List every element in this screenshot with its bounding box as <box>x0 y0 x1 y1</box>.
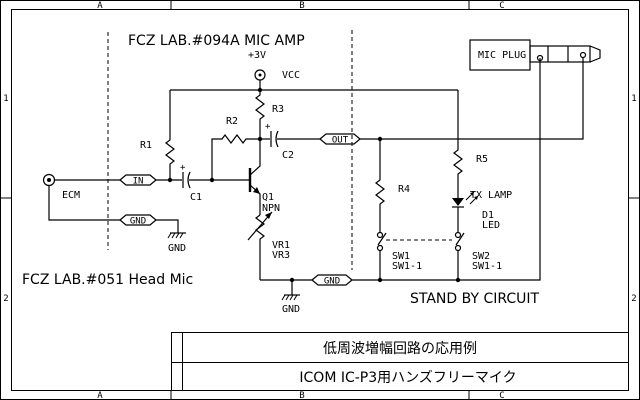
ecm-center-dot <box>47 178 51 182</box>
title-block: 低周波増幅回路の応用例 ICOM IC-P3用ハンズフリーマイク <box>171 332 629 391</box>
d1-type-label: LED <box>482 220 500 231</box>
r5-label: R5 <box>476 154 488 165</box>
r4-label: R4 <box>398 184 410 195</box>
tx-lamp-label: TX LAMP <box>470 190 512 201</box>
gnd-tag-mid-label: GND <box>324 277 340 287</box>
gnd-symbol-left-label: GND <box>168 243 186 254</box>
head-mic-title: FCZ LAB.#051 Head Mic <box>22 272 193 288</box>
ground-return-wire <box>352 58 541 281</box>
r2-label: R2 <box>226 116 238 127</box>
zone-left-2: 2 <box>3 294 8 304</box>
left-ground-wire <box>156 219 179 233</box>
gnd-net-tag-left: GND <box>119 214 157 227</box>
mic-plug-label: MIC PLUG <box>478 50 526 61</box>
vplus-label: +3V <box>248 50 266 61</box>
variable-resistor-vr1 <box>255 214 265 280</box>
sw1-part-label: SW1-1 <box>392 261 422 272</box>
q1-type-label: NPN <box>262 203 280 214</box>
zone-top-c: C <box>499 1 504 11</box>
resistor-r4 <box>375 139 385 232</box>
c2-label: C2 <box>282 150 294 161</box>
resistor-r5 <box>453 90 463 198</box>
mic-amp-title: FCZ LAB.#094A MIC AMP <box>128 33 305 49</box>
capacitor-c1: + <box>180 163 191 189</box>
transistor-q1 <box>248 139 261 215</box>
vcc-label: VCC <box>282 70 300 81</box>
zone-bottom-b: B <box>299 391 304 400</box>
resistor-r2 <box>211 134 260 176</box>
vr3-label: VR3 <box>272 250 290 261</box>
output-wire <box>360 58 584 140</box>
led-d1 <box>452 191 479 232</box>
ground-symbol-left <box>167 232 186 239</box>
ground-symbol-mid <box>281 280 300 301</box>
zone-top-a: A <box>97 1 103 11</box>
out-net-tag: OUT <box>319 133 361 146</box>
ecm-microphone-icon <box>42 173 56 187</box>
zone-right-1: 1 <box>631 94 636 104</box>
sw2-name-label: SW2 <box>472 251 490 262</box>
c2-polarity: + <box>265 122 271 132</box>
gnd-net-tag-mid: GND <box>311 274 353 287</box>
capacitor-c2: + <box>265 122 279 148</box>
vr1-arrow-head <box>265 212 272 219</box>
in-net-tag: IN <box>119 174 157 187</box>
mic-plug <box>469 39 601 71</box>
vcc-terminal: +3V VCC <box>248 50 300 90</box>
sw1-name-label: SW1 <box>392 251 410 262</box>
zone-top-b: B <box>299 1 304 11</box>
resistor-r3 <box>255 90 265 139</box>
resistor-r1 <box>165 90 175 176</box>
gnd-tag-left-label: GND <box>130 217 146 227</box>
title-line-1: 低周波増幅回路の応用例 <box>323 341 477 357</box>
switch-sw1 <box>376 231 387 280</box>
zone-right-2: 2 <box>631 294 636 304</box>
zone-left-1: 1 <box>3 94 8 104</box>
r1-label: R1 <box>140 140 152 151</box>
switch-sw2 <box>454 231 465 280</box>
vr1-label: VR1 <box>272 240 290 251</box>
d1-name-label: D1 <box>482 210 494 221</box>
ecm-ground-wire <box>48 186 120 221</box>
zone-bottom-a: A <box>97 391 103 400</box>
r3-label: R3 <box>272 104 284 115</box>
ecm-label: ECM <box>62 190 80 201</box>
gnd-symbol-mid-label: GND <box>282 304 300 315</box>
c1-polarity: + <box>180 163 186 173</box>
standby-title: STAND BY CIRCUIT <box>410 291 540 307</box>
sw2-part-label: SW1-1 <box>472 261 502 272</box>
out-tag-label: OUT <box>332 136 349 146</box>
zone-bottom-c: C <box>499 391 504 400</box>
in-tag-label: IN <box>133 177 144 187</box>
c1-label: C1 <box>190 192 202 203</box>
title-line-2: ICOM IC-P3用ハンズフリーマイク <box>299 370 516 386</box>
q1-name-label: Q1 <box>262 192 274 203</box>
zone-markers: A B C A B C 1 2 1 2 <box>3 1 636 400</box>
